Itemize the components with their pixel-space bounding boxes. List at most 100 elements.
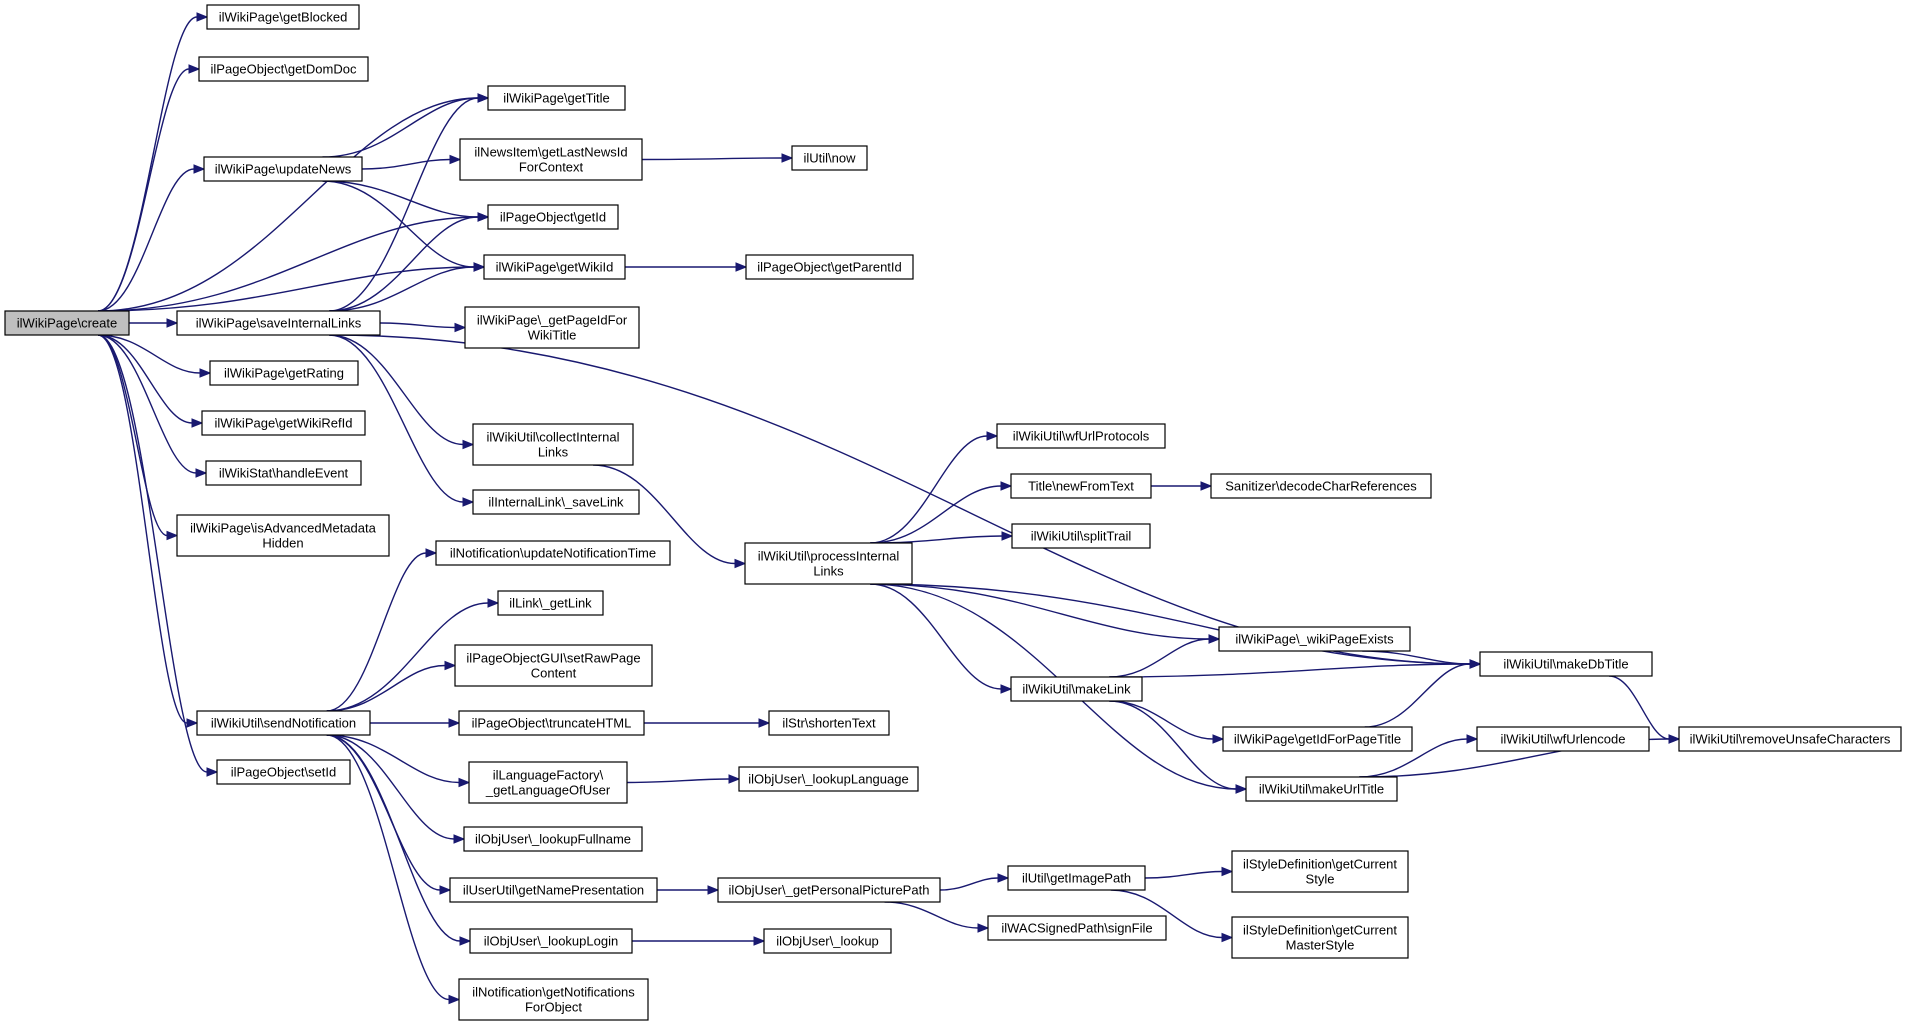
function-node-get-dom-doc[interactable]: ilPageObject\getDomDoc	[198, 56, 369, 82]
call-edge	[939, 873, 1010, 891]
call-edge	[329, 334, 475, 450]
arrowhead-icon	[453, 834, 466, 844]
function-node-get-wiki-ref-id[interactable]: ilWikiPage\getWikiRefId	[201, 410, 366, 436]
function-node-get-language-of-user[interactable]: ilLanguageFactory\_getLanguageOfUser	[468, 761, 628, 804]
node-box	[763, 928, 892, 954]
node-label: ilWikiPage\getBlocked	[219, 10, 348, 25]
function-node-lookup-fullname[interactable]: ilObjUser\_lookupFullname	[463, 826, 643, 852]
node-box	[176, 310, 381, 336]
function-node-wf-url-protocols[interactable]: ilWikiUtil\wfUrlProtocols	[996, 423, 1166, 449]
node-label: ilWikiPage\create	[17, 316, 117, 331]
call-edge	[97, 334, 204, 428]
function-node-lookup[interactable]: ilObjUser\_lookup	[763, 928, 892, 954]
arrowhead-icon	[439, 885, 452, 895]
node-label: ilNotification\getNotifications	[472, 985, 635, 1000]
function-node-create[interactable]: ilWikiPage\create	[4, 310, 130, 336]
function-node-wiki-page-exists[interactable]: ilWikiPage\_wikiPageExists	[1218, 626, 1411, 652]
function-node-get-rating[interactable]: ilWikiPage\getRating	[209, 360, 359, 386]
function-node-get-link[interactable]: ilLink\_getLink	[497, 590, 604, 616]
arrowhead-icon	[166, 318, 179, 328]
call-edge	[326, 598, 500, 712]
node-label: ilNewsItem\getLastNewsId	[474, 145, 627, 160]
function-node-get-title[interactable]: ilWikiPage\getTitle	[487, 85, 626, 111]
node-box	[1210, 473, 1432, 499]
arrowhead-icon	[735, 262, 748, 272]
node-label: ilObjUser\_lookupFullname	[475, 832, 631, 847]
function-node-save-internal-links[interactable]: ilWikiPage\saveInternalLinks	[176, 310, 381, 336]
arrowhead-icon	[758, 718, 771, 728]
node-label: ilUtil\now	[803, 151, 856, 166]
arrowhead-icon	[728, 774, 741, 784]
function-node-update-notification-time[interactable]: ilNotification\updateNotificationTime	[435, 540, 671, 566]
call-edge	[1151, 481, 1213, 491]
node-box	[1231, 916, 1409, 959]
node-label: ilWikiPage\saveInternalLinks	[196, 316, 362, 331]
arrowhead-icon	[1208, 634, 1221, 644]
function-node-make-link[interactable]: ilWikiUtil\makeLink	[1010, 676, 1143, 702]
arrowhead-icon	[459, 936, 472, 946]
node-label: ilInternalLink\_saveLink	[488, 495, 624, 510]
node-box	[463, 826, 643, 852]
function-node-get-personal-picture-path[interactable]: ilObjUser\_getPersonalPicturePath	[717, 877, 941, 903]
call-edge	[329, 334, 475, 507]
node-label: ilLanguageFactory\	[493, 768, 604, 783]
node-box	[458, 978, 649, 1021]
function-node-send-notification[interactable]: ilWikiUtil\sendNotification	[196, 710, 371, 736]
call-edge	[97, 164, 206, 312]
function-node-wf-urlencode[interactable]: ilWikiUtil\wfUrlencode	[1476, 726, 1650, 752]
function-node-save-link[interactable]: ilInternalLink\_saveLink	[472, 489, 640, 515]
function-node-split-trail[interactable]: ilWikiUtil\splitTrail	[1011, 523, 1151, 549]
function-node-make-url-title[interactable]: ilWikiUtil\makeUrlTitle	[1245, 776, 1398, 802]
node-box	[1476, 726, 1650, 752]
function-node-remove-unsafe[interactable]: ilWikiUtil\removeUnsafeCharacters	[1678, 726, 1902, 752]
function-node-lookup-language[interactable]: ilObjUser\_lookupLanguage	[738, 766, 919, 792]
function-node-shorten-text[interactable]: ilStr\shortenText	[768, 710, 890, 736]
arrowhead-icon	[186, 718, 199, 728]
call-edge	[326, 734, 461, 1005]
arrowhead-icon	[444, 660, 457, 671]
call-edges	[97, 12, 1681, 1005]
node-box	[1678, 726, 1902, 752]
function-node-get-parent-id[interactable]: ilPageObject\getParentId	[745, 254, 914, 280]
function-node-update-news[interactable]: ilWikiPage\updateNews	[203, 156, 363, 182]
function-node-new-from-text[interactable]: Title\newFromText	[1010, 473, 1152, 499]
node-label: ilWikiPage\getWikiId	[496, 260, 614, 275]
function-node-decode-char-refs[interactable]: Sanitizer\decodeCharReferences	[1210, 473, 1432, 499]
node-label: ilWikiPage\getRating	[224, 366, 344, 381]
call-edge	[624, 262, 748, 272]
arrowhead-icon	[448, 994, 461, 1005]
node-box	[1010, 676, 1143, 702]
node-box	[768, 710, 890, 736]
function-node-get-wiki-id[interactable]: ilWikiPage\getWikiId	[483, 254, 626, 280]
function-node-get-name-presentation[interactable]: ilUserUtil\getNamePresentation	[449, 877, 658, 903]
function-node-get-image-path[interactable]: ilUtil\getImagePath	[1007, 865, 1146, 891]
function-node-util-now[interactable]: ilUtil\now	[791, 145, 868, 171]
function-nodes: ilWikiPage\create ilWikiPage\getBlocked il…	[4, 4, 1902, 1021]
function-node-set-id[interactable]: ilPageObject\setId	[216, 759, 351, 785]
function-node-sign-file[interactable]: ilWACSignedPath\signFile	[987, 915, 1167, 941]
arrowhead-icon	[193, 164, 206, 174]
function-node-get-blocked[interactable]: ilWikiPage\getBlocked	[206, 4, 360, 30]
node-label: ilPageObject\setId	[231, 765, 337, 780]
function-node-get-id-for-page-title[interactable]: ilWikiPage\getIdForPageTitle	[1222, 726, 1413, 752]
function-node-lookup-login[interactable]: ilObjUser\_lookupLogin	[469, 928, 633, 954]
arrowhead-icon	[195, 468, 208, 478]
arrowhead-icon	[986, 431, 999, 441]
node-box	[216, 759, 351, 785]
function-node-make-db-title[interactable]: ilWikiUtil\makeDbTitle	[1479, 651, 1653, 677]
call-edge	[870, 431, 999, 544]
function-node-truncate-h-t-m-l[interactable]: ilPageObject\truncateHTML	[458, 710, 645, 736]
function-node-handle-event[interactable]: ilWikiStat\handleEvent	[205, 460, 362, 486]
node-box	[745, 254, 914, 280]
call-edge	[97, 12, 209, 312]
function-node-get-id[interactable]: ilPageObject\getId	[487, 204, 619, 230]
